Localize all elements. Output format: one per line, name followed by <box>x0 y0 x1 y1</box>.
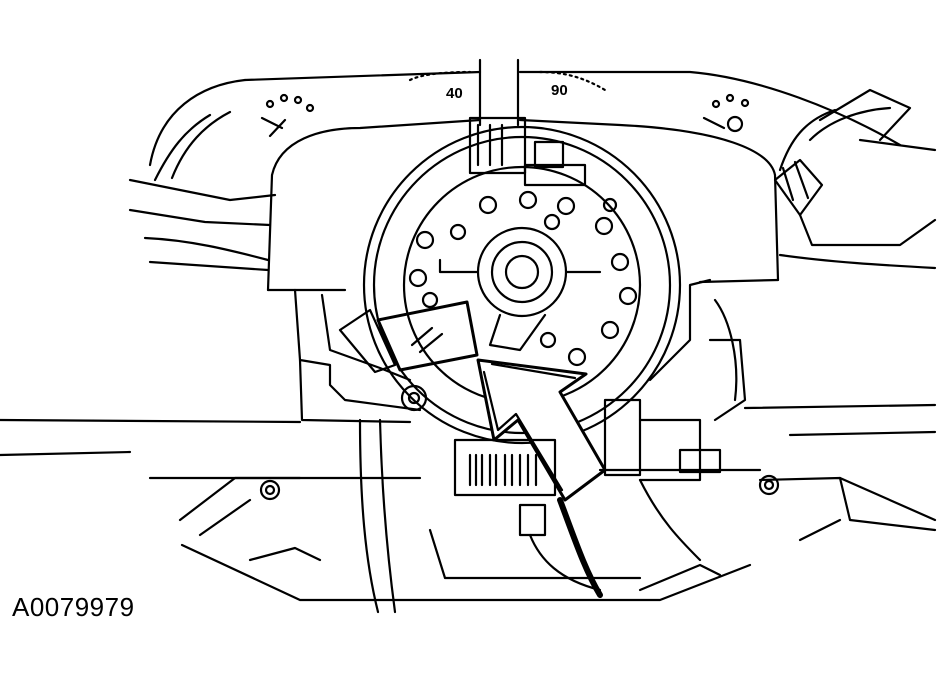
column-shroud <box>266 118 780 292</box>
wire-harness <box>518 478 702 598</box>
locking-tab <box>376 300 479 372</box>
barcode-label <box>453 438 557 497</box>
figure-reference-id: A0079979 <box>12 592 135 622</box>
gauge-label-40: 40 <box>446 85 463 102</box>
pointer-arrow-icon <box>476 358 607 502</box>
gear-indicator-right-icon <box>702 93 750 133</box>
column-tube <box>358 418 397 614</box>
left-mount-bracket <box>293 288 428 424</box>
instrument-panel <box>128 70 937 272</box>
gauge-label-90: 90 <box>551 82 568 99</box>
right-connector-housing <box>603 278 747 482</box>
dash-trim <box>0 403 937 480</box>
gear-indicator-left-icon <box>260 93 315 138</box>
